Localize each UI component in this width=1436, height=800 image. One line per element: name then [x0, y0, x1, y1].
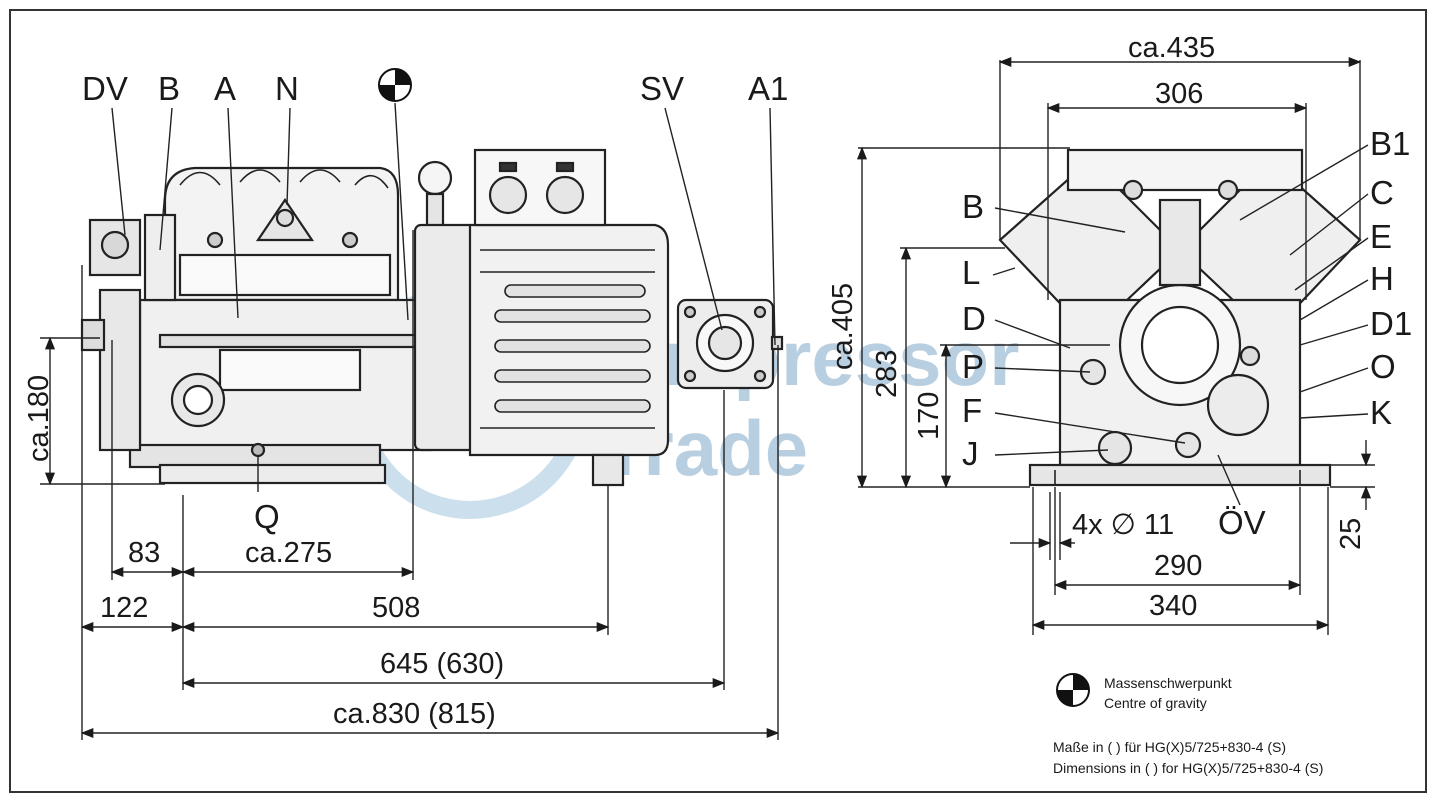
label-sv: SV — [640, 70, 684, 107]
crankcase-window — [218, 348, 362, 392]
side-view-labels: DV B A N SV A1 Q — [82, 70, 788, 535]
valve-n-cap — [275, 208, 295, 228]
side-view-dimensions — [40, 230, 780, 740]
lifting-eye — [417, 160, 453, 196]
port-j — [1097, 430, 1133, 466]
label-end-d: D — [962, 300, 986, 337]
label-a1: A1 — [748, 70, 788, 107]
legend-cog-icon — [1056, 673, 1090, 707]
label-end-e: E — [1370, 218, 1392, 255]
side-view-compressor — [80, 148, 784, 487]
end-view-labels-right: B1 C E H D1 O K — [1370, 125, 1412, 431]
bolt — [206, 231, 224, 249]
side-view-dimension-text: ca.180 83 ca.275 122 508 645 (630) ca.83… — [23, 375, 504, 730]
port-d1 — [1239, 345, 1261, 367]
bolt — [683, 305, 697, 319]
valve-dv — [100, 230, 130, 260]
end-view-leaders — [992, 144, 1369, 456]
motor-fins — [480, 249, 655, 429]
dim-ca180: ca.180 — [23, 375, 55, 462]
lifting-eye-stem — [425, 192, 445, 228]
dim-283: 283 — [871, 350, 903, 398]
sight-glass-inner — [182, 384, 214, 416]
dim-645: 645 (630) — [380, 648, 504, 680]
terminal-tab — [555, 161, 575, 173]
bolt — [341, 231, 359, 249]
label-end-h: H — [1370, 260, 1394, 297]
dim-122: 122 — [100, 592, 148, 624]
oil-pump-housing — [98, 288, 142, 452]
bolt — [753, 305, 767, 319]
terminal-tab — [498, 161, 518, 173]
dim-ca435: ca.435 — [1128, 32, 1215, 64]
dim-25: 25 — [1335, 518, 1367, 550]
label-q: Q — [254, 498, 280, 535]
label-end-l: L — [962, 254, 980, 291]
label-end-f: F — [962, 392, 982, 429]
side-foot — [158, 463, 387, 485]
suction-port-inner — [707, 325, 743, 361]
label-a: A — [214, 70, 236, 107]
center-flange — [413, 223, 477, 452]
dim-830: ca.830 (815) — [333, 698, 496, 730]
end-base-plate — [1028, 463, 1332, 487]
label-end-c: C — [1370, 174, 1394, 211]
side-view-leaders — [111, 102, 776, 492]
label-end-p: P — [962, 348, 984, 385]
end-view-dimension-text: ca.435 306 ca.405 283 170 25 290 340 4x … — [827, 32, 1367, 622]
valve-b-block — [143, 213, 177, 302]
valve-ports — [1217, 179, 1239, 201]
valve-ports — [1122, 179, 1144, 201]
head-panel — [178, 253, 392, 297]
legend-cog-de: Massenschwerpunkt — [1104, 675, 1232, 691]
valve-dv-block — [88, 218, 142, 277]
dim-340: 340 — [1149, 590, 1197, 622]
label-n: N — [275, 70, 299, 107]
end-view-dimensions — [856, 56, 1375, 635]
drawing-border — [9, 9, 1427, 793]
label-end-k: K — [1370, 394, 1392, 431]
label-end-b1: B1 — [1370, 125, 1410, 162]
dim-ca405: ca.405 — [827, 283, 859, 370]
port-f — [1174, 431, 1202, 459]
drain-plug-q — [250, 442, 266, 458]
top-cover — [1066, 148, 1304, 192]
legend-note-de: Maße in ( ) für HG(X)5/725+830-4 (S) — [1053, 739, 1286, 755]
legend: Massenschwerpunkt Centre of gravity Maße… — [1053, 673, 1323, 776]
centre-of-gravity-icon — [378, 68, 412, 102]
oil-pump-cover — [1206, 373, 1270, 437]
terminal-gland — [545, 175, 585, 215]
label-end-d1: D1 — [1370, 305, 1412, 342]
dim-306: 306 — [1155, 78, 1203, 110]
label-end-o: O — [1370, 348, 1396, 385]
end-view-labels-left: B L D P F J — [962, 188, 986, 472]
dim-508: 508 — [372, 592, 420, 624]
label-end-j: J — [962, 435, 979, 472]
bolt — [683, 369, 697, 383]
a1-connection — [770, 335, 784, 351]
dim-holes: 4x ∅ 11 — [1072, 509, 1174, 541]
head-fins — [179, 169, 389, 189]
dim-ca275: ca.275 — [245, 537, 332, 569]
legend-cog-en: Centre of gravity — [1104, 695, 1207, 711]
dim-83: 83 — [128, 537, 160, 569]
terminal-gland — [488, 175, 528, 215]
label-ov: ÖV — [1218, 504, 1266, 541]
label-b: B — [158, 70, 180, 107]
dim-290: 290 — [1154, 550, 1202, 582]
center-valve-stack — [1158, 198, 1202, 287]
motor-foot — [591, 453, 625, 487]
crankcase-rib — [158, 333, 422, 349]
bolt — [753, 369, 767, 383]
shaft-cap — [80, 318, 106, 352]
label-end-b: B — [962, 188, 984, 225]
dim-170: 170 — [913, 392, 945, 440]
legend-note-en: Dimensions in ( ) for HG(X)5/725+830-4 (… — [1053, 760, 1323, 776]
crank-housing-inner — [1140, 305, 1220, 385]
end-view-compressor — [998, 148, 1362, 487]
label-dv: DV — [82, 70, 128, 107]
